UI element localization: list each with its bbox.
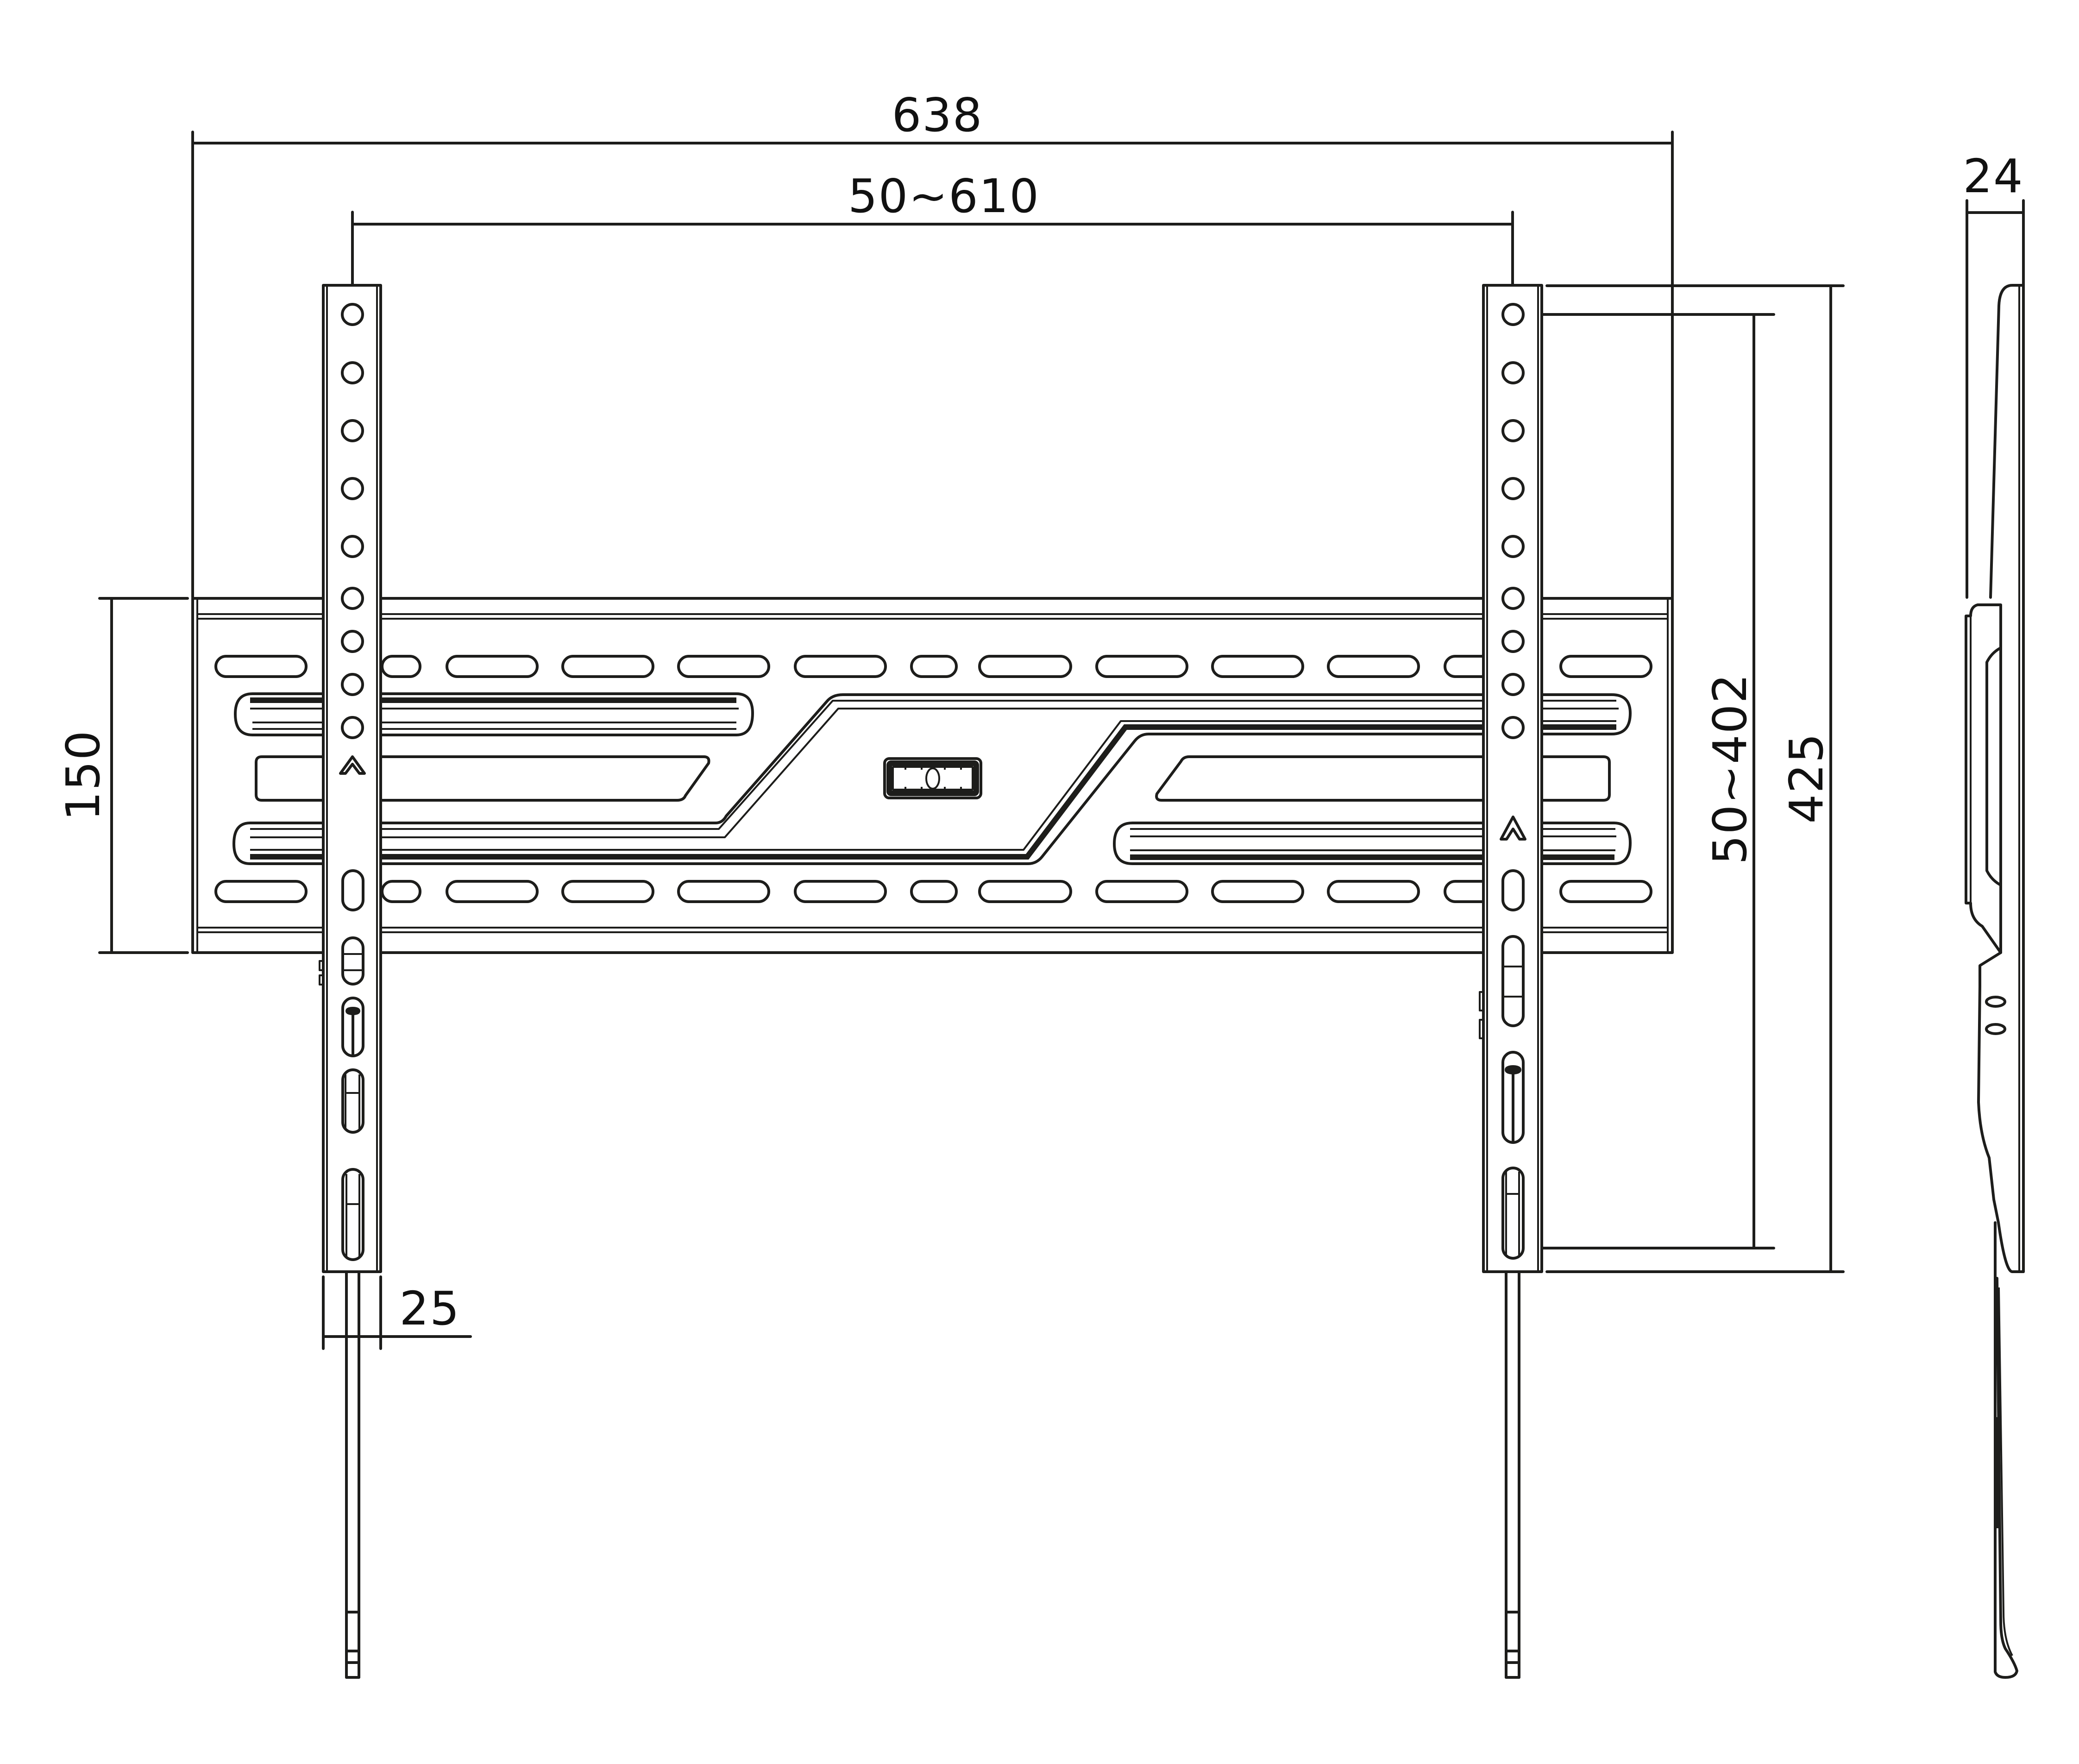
side-view-profile: [1965, 284, 2025, 1679]
left-cutout: [255, 755, 710, 802]
dim-label-50-402: 50~402: [1703, 673, 1757, 865]
dimension-vesa-vertical: 50~402: [1516, 313, 1775, 1249]
dim-label-25: 25: [399, 1281, 460, 1336]
top-slot-row: [214, 655, 1652, 678]
dim-label-150: 150: [56, 730, 110, 821]
up-arrow-icon: [1500, 816, 1526, 841]
central-channel: [232, 693, 1632, 865]
upper-left-channel: [234, 692, 754, 736]
right-mounting-arm: [1479, 284, 1543, 1679]
right-arm-lock-slots: [1501, 869, 1525, 1260]
lower-right-channel: [1113, 822, 1632, 865]
left-safety-strap: [345, 1270, 360, 1679]
dim-label-638: 638: [892, 88, 983, 142]
wall-plate: [191, 597, 1674, 954]
left-arm-lock-slots: [341, 869, 364, 1261]
dimension-profile-depth: 24: [1963, 149, 2025, 599]
dimension-arm-height: 425: [1545, 284, 1845, 1273]
dimension-vesa-horizontal: 50~610: [351, 169, 1514, 313]
up-arrow-icon: [339, 755, 366, 775]
right-arm-holes: [1501, 303, 1525, 739]
left-arm-holes: [341, 303, 364, 739]
bubble-level-icon: [883, 757, 982, 799]
right-safety-strap: [1505, 1270, 1520, 1679]
dim-label-425: 425: [1779, 733, 1834, 824]
dimension-plate-height: 150: [56, 597, 189, 954]
right-cutout: [1155, 755, 1611, 802]
dim-label-50-610: 50~610: [848, 169, 1040, 223]
bottom-slot-row: [214, 880, 1652, 903]
dimension-overall-width: 638: [191, 88, 1674, 599]
dim-label-24: 24: [1963, 149, 2023, 203]
left-mounting-arm: [319, 284, 382, 1679]
